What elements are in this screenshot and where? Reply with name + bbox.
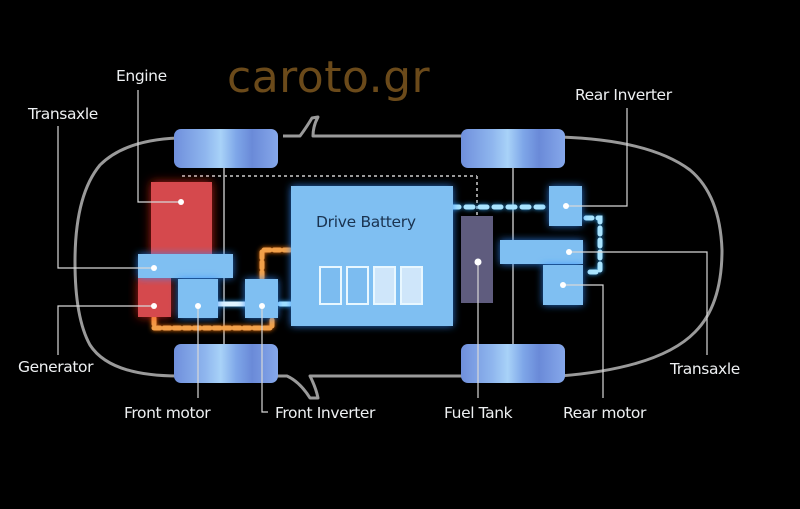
label-generator: Generator bbox=[18, 358, 94, 376]
battery-cell-empty bbox=[373, 266, 396, 305]
rear-left-wheel bbox=[461, 129, 565, 168]
dot-generator bbox=[151, 303, 157, 309]
leader-generator bbox=[57, 305, 154, 355]
leader-engine bbox=[137, 90, 181, 203]
leader-front-transaxle bbox=[57, 126, 154, 269]
front-hv-cable bbox=[151, 247, 293, 331]
leader-rear-motor bbox=[563, 284, 604, 398]
front-left-wheel bbox=[174, 129, 278, 168]
watermark: caroto.gr bbox=[227, 52, 431, 103]
label-rear-inverter: Rear Inverter bbox=[575, 86, 672, 104]
label-engine: Engine bbox=[116, 67, 167, 85]
label-front-motor: Front motor bbox=[124, 404, 211, 422]
engine-block bbox=[151, 182, 212, 255]
rear-hv-cable bbox=[215, 204, 603, 307]
label-front-transaxle: Transaxle bbox=[28, 105, 98, 123]
drive-battery-block bbox=[291, 186, 453, 326]
dot-fuel-tank bbox=[474, 258, 482, 266]
label-rear-motor: Rear motor bbox=[563, 404, 646, 422]
leader-rear-transaxle bbox=[569, 251, 708, 355]
front-right-wheel bbox=[174, 344, 278, 383]
dot-front-transaxle bbox=[151, 265, 157, 271]
battery-cell-charged bbox=[319, 266, 342, 305]
dot-front-inverter bbox=[259, 303, 265, 309]
dot-engine bbox=[178, 199, 184, 205]
dot-rear-inverter bbox=[563, 203, 569, 209]
dot-rear-transaxle bbox=[566, 249, 572, 255]
rear-right-wheel bbox=[461, 344, 565, 383]
generator-block bbox=[138, 278, 171, 317]
leader-rear-inverter bbox=[566, 108, 628, 207]
battery-cells bbox=[319, 266, 423, 305]
label-rear-transaxle: Transaxle bbox=[670, 360, 740, 378]
dot-rear-motor bbox=[560, 282, 566, 288]
battery-cell-charged bbox=[346, 266, 369, 305]
drive-battery-label: Drive Battery bbox=[316, 213, 416, 231]
leader-front-inverter bbox=[261, 306, 268, 413]
label-fuel-tank: Fuel Tank bbox=[444, 404, 513, 422]
battery-cell-empty bbox=[400, 266, 423, 305]
label-front-inverter: Front Inverter bbox=[275, 404, 375, 422]
dot-front-motor bbox=[195, 303, 201, 309]
